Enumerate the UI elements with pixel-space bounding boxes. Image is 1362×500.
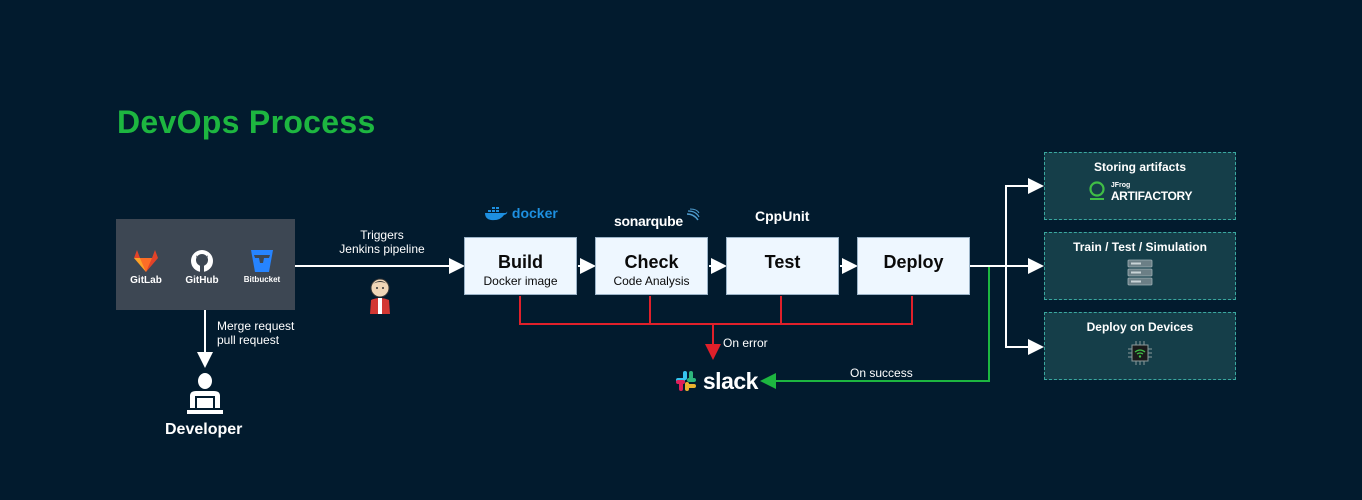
success-line — [760, 266, 990, 389]
artifactory-label: ARTIFACTORY — [1110, 189, 1193, 203]
chip-icon — [1128, 341, 1152, 365]
sonarqube-label: sonarqube — [614, 213, 683, 229]
stage-build-sub: Docker image — [483, 274, 558, 288]
server-icon — [1127, 259, 1153, 286]
page-title: DevOps Process — [117, 104, 376, 140]
stage-deploy-name: Deploy — [883, 252, 944, 272]
github-repo: GitHub — [179, 249, 225, 286]
artifactory-logo: JFrog ARTIFACTORY — [1045, 181, 1235, 203]
developer-icon — [186, 372, 224, 421]
artifactory-icon — [1089, 181, 1105, 200]
github-label: GitHub — [185, 275, 219, 286]
slack-logo: slack — [675, 368, 758, 395]
bitbucket-repo: Bitbucket — [239, 249, 285, 284]
stage-check[interactable]: Check Code Analysis — [595, 237, 708, 295]
developer-label: Developer — [165, 421, 243, 438]
output-deploy-devices: Deploy on Devices — [1044, 312, 1236, 380]
stage-deploy[interactable]: Deploy — [857, 237, 970, 295]
slack-label: slack — [702, 368, 759, 394]
stage-test[interactable]: Test — [726, 237, 839, 295]
gitlab-label: GitLab — [130, 275, 162, 286]
sonarqube-tool: sonarqube — [614, 208, 701, 229]
sonarqube-icon — [687, 208, 701, 221]
cppunit-label: CppUnit — [755, 208, 810, 224]
bitbucket-label: Bitbucket — [243, 275, 281, 284]
output-arrows — [970, 178, 1044, 355]
merge-request-label: Merge request pull request — [217, 319, 295, 347]
gitlab-repo: GitLab — [123, 249, 169, 286]
output-train-title: Train / Test / Simulation — [1073, 240, 1207, 254]
trigger-label: Triggers Jenkins pipeline — [339, 228, 425, 256]
on-success-label: On success — [850, 366, 913, 380]
docker-label: docker — [511, 205, 558, 221]
error-lines — [519, 296, 913, 360]
bitbucket-icon — [251, 250, 273, 272]
docker-icon — [485, 207, 508, 221]
output-deploy-title: Deploy on Devices — [1086, 320, 1194, 334]
stage-check-name: Check — [624, 252, 679, 272]
output-storing-artifacts-title: Storing artifacts — [1093, 160, 1186, 174]
github-icon — [191, 250, 213, 272]
jfrog-label: JFrog — [1110, 182, 1131, 189]
repository-panel: GitLab GitHub Bitbucket — [116, 219, 295, 310]
docker-tool: docker — [484, 205, 558, 221]
stage-check-sub: Code Analysis — [613, 274, 690, 288]
gitlab-icon — [134, 250, 158, 272]
stage-build-name: Build — [498, 252, 543, 272]
output-storing-artifacts: Storing artifacts JFrog ARTIFACTORY — [1044, 152, 1236, 220]
stage-build[interactable]: Build Docker image — [464, 237, 577, 295]
output-train-test-simulation: Train / Test / Simulation — [1044, 232, 1236, 300]
stage-test-name: Test — [764, 252, 801, 272]
jenkins-icon — [368, 278, 392, 319]
slack-icon — [676, 371, 696, 391]
on-error-label: On error — [723, 336, 768, 350]
